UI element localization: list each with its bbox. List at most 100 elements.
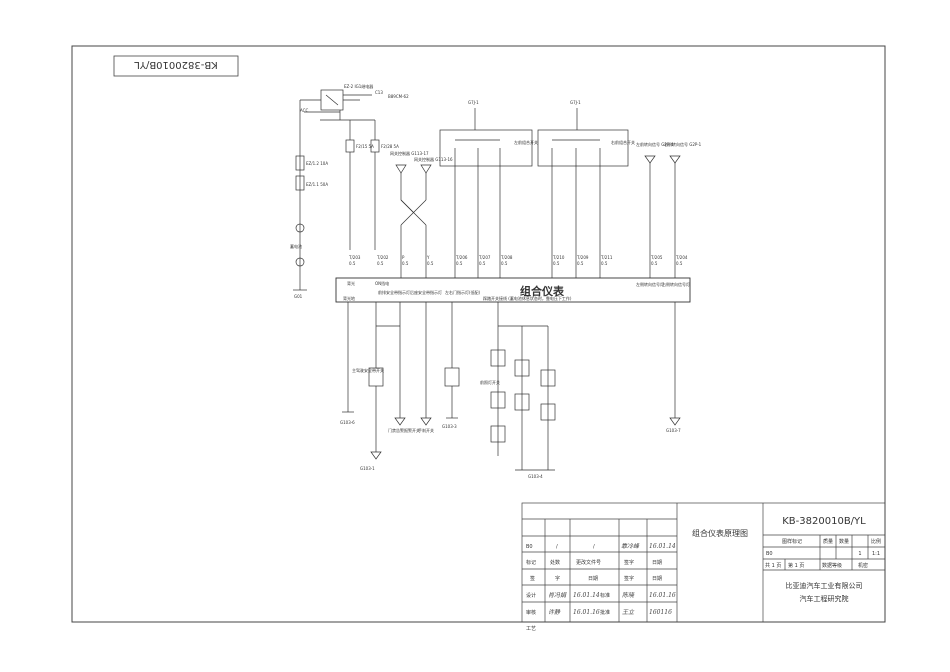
cluster-pin-labels: T/2030.5背光T/2020.5ON挡电P0.5Y0.5T/2060.5T/…: [347, 255, 688, 286]
pin-wire-label: T/204: [675, 255, 688, 260]
fuse2-label: F2/28 5A: [381, 144, 399, 149]
gateway-ctrl-2: 网关控制器 G113-16: [414, 156, 453, 162]
pin-gauge-label: 0.5: [501, 261, 508, 266]
cluster-right-2: 右侧转向信号灯: [662, 281, 690, 287]
outer-frame: [71, 45, 886, 623]
code-hdr-4: 比例: [871, 538, 881, 545]
switch-group-1: [439, 108, 533, 278]
cluster-title: 组合仪表: [520, 284, 565, 298]
fuse-left2-label: EZ/1.1 50A: [306, 182, 328, 187]
bottom-circuits: [342, 302, 681, 471]
pin-wire-label: T/211: [600, 255, 613, 260]
hdr2-3: 日期: [588, 576, 598, 582]
stage: B0: [766, 551, 773, 557]
security-label: 数据等级: [822, 562, 842, 569]
turn-signal-wires: [644, 155, 681, 278]
hdr-sign: 签字: [624, 559, 634, 566]
rotated-drawing-number: KB-3820010B/YL: [134, 59, 218, 70]
role-check: 审核: [526, 609, 536, 616]
pin-wire-label: T/203: [348, 255, 361, 260]
pin-wire-label: T/207: [478, 255, 491, 260]
design-date: 16.01.14: [573, 592, 600, 599]
hdr2-5: 日期: [652, 576, 662, 582]
fuse-column-2: [370, 139, 380, 250]
std-signer: 陈晓: [622, 591, 635, 599]
pin-gauge-label: 0.5: [676, 261, 683, 266]
cluster-bottom-2: 前排安全带指示灯: [378, 289, 410, 295]
relay-block: [299, 89, 376, 140]
instrument-cluster: [335, 277, 691, 303]
ground-left-label: G103-6: [340, 420, 355, 425]
ground-mid-label: G103-1: [360, 466, 375, 471]
pin-wire-label: T/205: [650, 255, 663, 260]
company: 比亚迪汽车工业有限公司: [786, 581, 863, 590]
light-ctrl-label: 前照灯开关: [480, 379, 500, 385]
cluster-right-1: 左侧转向信号灯: [636, 281, 664, 287]
role-standard: 标准: [600, 592, 610, 599]
checker: 许静: [548, 608, 561, 616]
rev-sign: 靠冷峰: [621, 542, 640, 550]
rev-sep2: /: [593, 544, 595, 550]
hdr-mark: 标记: [526, 559, 536, 566]
approver: 王立: [622, 608, 635, 616]
pin-wire-label: T/209: [576, 255, 589, 260]
cluster-bottom-4: 左右门指示灯(低配): [445, 289, 481, 295]
rotated-number-box: [113, 55, 239, 77]
hdr2-2: 字: [555, 575, 560, 582]
gateway-wires: [395, 164, 432, 278]
turn-left-label: 左前转向信号 G2P-4: [636, 141, 674, 147]
cluster-bottom-3: 后座安全带指示灯: [410, 289, 442, 295]
door-switch-label: 门禁告警报警开关: [388, 427, 420, 433]
code-hdr-3: 数量: [839, 538, 849, 545]
approve-date: 160116: [649, 609, 672, 616]
pin-name-label: ON挡电: [375, 280, 389, 286]
pin-gauge-label: 0.5: [479, 261, 486, 266]
pin-gauge-label: 0.5: [402, 261, 409, 266]
fuse1-label: F2/15 5A: [356, 144, 374, 149]
switch-group-2-label: 右前组合开关: [611, 139, 635, 145]
battery-column: [293, 140, 307, 291]
cluster-bottom-5: 踩踏开关接线 (蓄电池休息状态时，靠电压下工作): [483, 295, 572, 301]
turn-right-label: 右前转向信号 G2P-1: [664, 141, 702, 147]
battery-label: 蓄电池: [290, 243, 302, 249]
cluster-bottom-1: 背光地: [343, 295, 355, 301]
gateway-ctrl-1: 网关控制器 G113-17: [390, 150, 429, 156]
hdr-count: 处数: [550, 559, 560, 566]
pin-gauge-label: 0.5: [377, 261, 384, 266]
fuse-left1-label: EZ/1.2 10A: [306, 161, 328, 166]
designer: 肖冯娟: [548, 591, 567, 599]
g7j-left: G7J-1: [468, 100, 479, 105]
acc-label: ACC: [300, 108, 308, 113]
title-block: [521, 502, 886, 623]
pin-wire-label: P: [402, 255, 405, 260]
code-hdr-1: 图样标记: [782, 538, 802, 545]
check-date: 16.01.16: [573, 609, 600, 616]
sheets-total: 共 1 页: [765, 562, 781, 569]
pin-gauge-label: 0.5: [577, 261, 584, 266]
role-approve: 批准: [600, 609, 610, 616]
ground-a-label: G103-3: [442, 424, 457, 429]
pin-wire-label: T/202: [376, 255, 389, 260]
pin-gauge-label: 0.5: [456, 261, 463, 266]
rev-date: 16.01.14: [649, 543, 676, 550]
sheet-no: 第 1 页: [788, 562, 804, 569]
role-design: 设计: [526, 592, 536, 599]
hdr2-4: 签字: [624, 575, 634, 582]
rev-sep1: /: [556, 544, 558, 550]
pin-gauge-label: 0.5: [427, 261, 434, 266]
belt-switch-label: 主驾驶安全带开关: [352, 367, 384, 373]
rev-code: B0: [526, 544, 533, 550]
role-process: 工艺: [526, 626, 536, 632]
relay-out: C13: [375, 90, 383, 95]
institute: 汽车工程研究院: [800, 594, 849, 603]
pin-wire-label: Y: [426, 255, 430, 260]
switch-group-1-label: 左前组合开关: [514, 139, 538, 145]
g7j-right: G7J-1: [570, 100, 581, 105]
relay-ref: B89CM-62: [388, 94, 409, 99]
qty: 1: [858, 551, 861, 557]
hdr2-1: 签: [530, 575, 535, 582]
pin-gauge-label: 0.5: [651, 261, 658, 266]
hdr-date: 日期: [652, 560, 662, 566]
pin-wire-label: T/210: [552, 255, 565, 260]
